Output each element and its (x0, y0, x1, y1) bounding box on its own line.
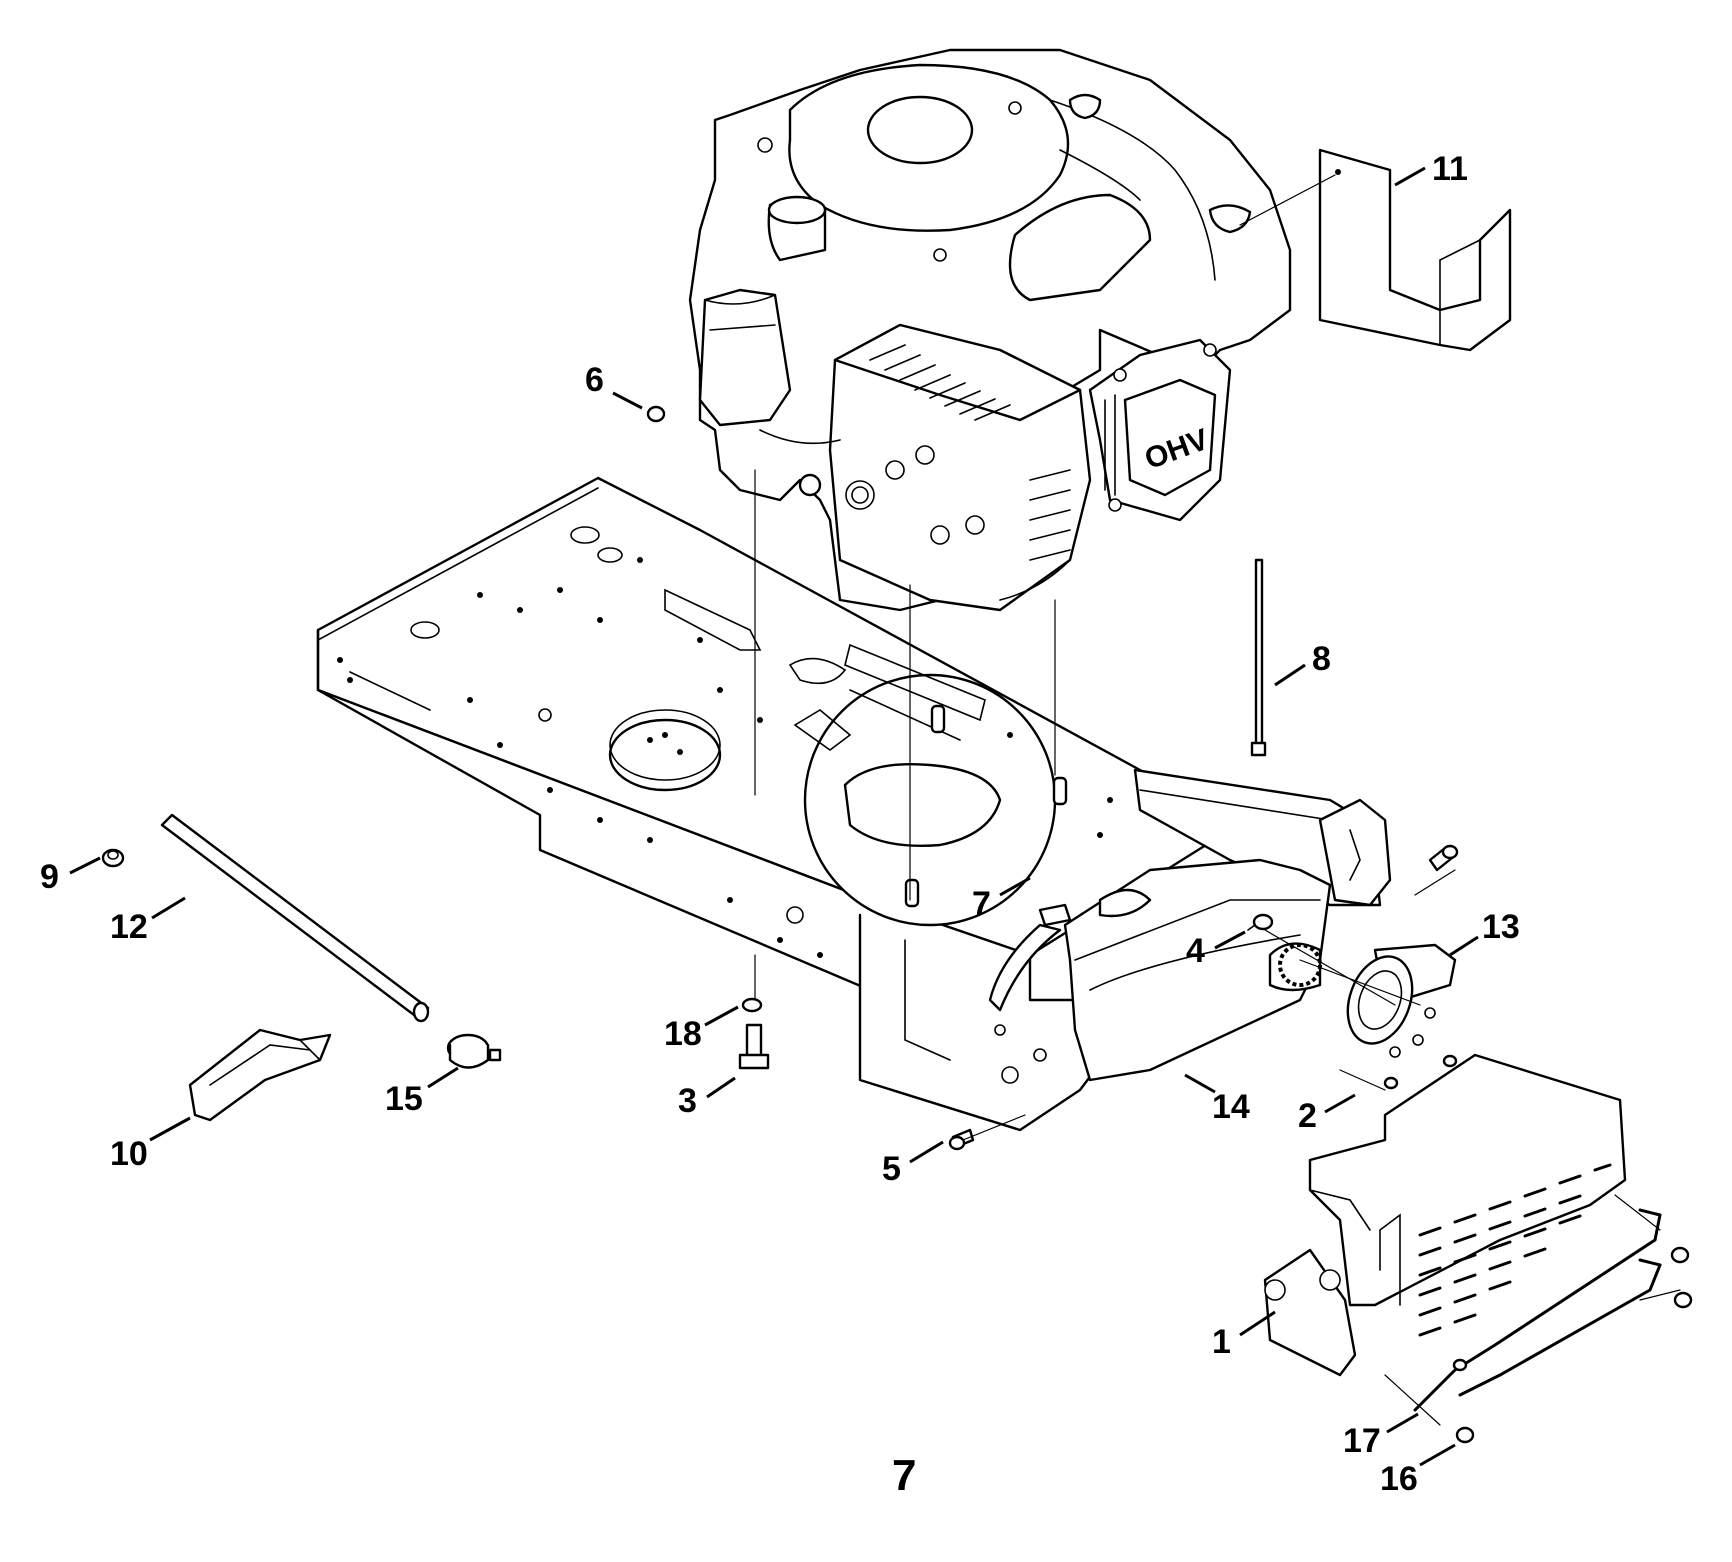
callout-label-12: 12 (110, 908, 148, 946)
callout-8: 8 (1274, 640, 1331, 687)
part-9-nut (101, 848, 125, 868)
part-4-bolt (1247, 913, 1274, 931)
callout-9: 9 (40, 856, 101, 896)
callout-label-4: 4 (1186, 932, 1205, 970)
callout-18: 18 (664, 1005, 739, 1053)
part-18-washer (741, 997, 763, 1013)
callout-label-1: 1 (1212, 1323, 1231, 1361)
callout-label-5: 5 (882, 1150, 901, 1188)
part-5-screw (948, 1128, 975, 1151)
callout-11: 11 (1394, 150, 1468, 188)
part-11-shield (1318, 148, 1512, 352)
part-2-screw (1383, 1054, 1458, 1090)
part-17-rod (1413, 1208, 1662, 1412)
frame-rear-bolt (1428, 844, 1459, 872)
callout-12: 12 (110, 896, 186, 946)
part-3-bolt (738, 1023, 770, 1070)
part-7-clip (988, 903, 1072, 1012)
callout-label-11: 11 (1432, 150, 1468, 188)
callout-label-10: 10 (110, 1135, 148, 1173)
callout-label-8: 8 (1312, 640, 1331, 678)
callout-label-16: 16 (1380, 1460, 1418, 1498)
callout-5: 5 (882, 1140, 944, 1188)
callout-label-3: 3 (678, 1082, 697, 1120)
callout-label-6: 6 (585, 361, 604, 399)
engine: OHV (688, 48, 1292, 612)
callout-14: 14 (1184, 1073, 1250, 1126)
callout-15: 15 (385, 1066, 459, 1118)
callout-16: 16 (1380, 1443, 1456, 1498)
callout-label-17: 17 (1343, 1422, 1381, 1460)
callout-2: 2 (1298, 1093, 1356, 1135)
part-16-screw (1455, 1246, 1693, 1444)
callout-label-9: 9 (40, 858, 59, 896)
callout-3: 3 (678, 1076, 736, 1120)
callout-4: 4 (1186, 930, 1246, 970)
figure-number: 7 (892, 1451, 916, 1500)
callout-label-18: 18 (664, 1015, 702, 1053)
callout-1: 1 (1212, 1310, 1276, 1361)
part-13-pulley (1346, 943, 1457, 1058)
callout-13: 13 (1449, 908, 1520, 957)
callout-label-2: 2 (1298, 1097, 1317, 1135)
part-10-bracket (188, 1028, 332, 1122)
part-6-nut (646, 405, 666, 423)
part-15-bushing (446, 1033, 502, 1069)
callout-label-14: 14 (1212, 1088, 1250, 1126)
alignment-lines (754, 174, 1681, 1426)
part-12-axle (160, 813, 430, 1023)
callout-17: 17 (1343, 1412, 1419, 1460)
tractor-frame (316, 476, 1392, 1132)
callout-10: 10 (110, 1116, 191, 1173)
part-8-cable-tie (1250, 558, 1267, 757)
callout-label-7: 7 (972, 885, 991, 923)
callout-label-15: 15 (385, 1080, 423, 1118)
callout-label-13: 13 (1482, 908, 1520, 946)
callout-7: 7 (972, 876, 1031, 923)
callout-6: 6 (585, 361, 643, 410)
part-1-grille (1263, 1053, 1627, 1377)
